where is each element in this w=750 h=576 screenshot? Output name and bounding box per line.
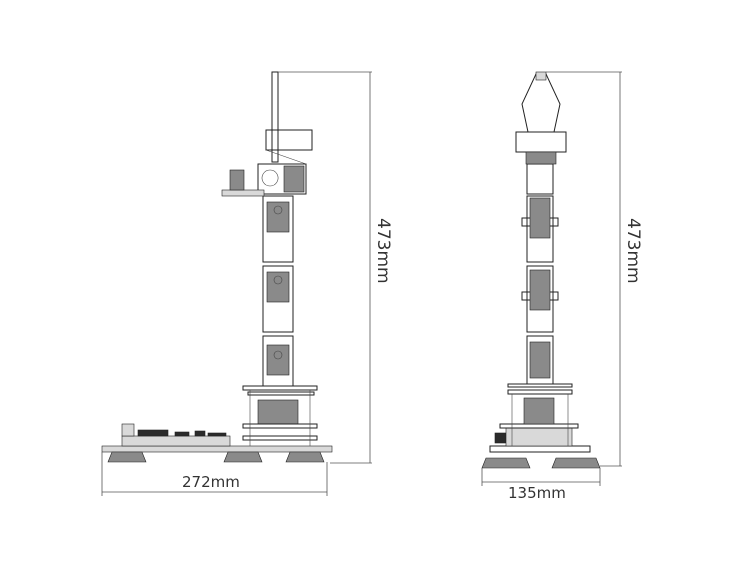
front-width-label: 135mm <box>508 484 566 502</box>
side-arm-links <box>262 195 294 387</box>
side-width-dimension: 272mm <box>101 452 328 496</box>
side-suction-feet <box>107 451 325 463</box>
front-left-foot <box>481 457 531 469</box>
front-base-housing <box>489 383 591 453</box>
front-view-robot-arm <box>481 71 601 469</box>
side-view-robot-arm <box>101 71 333 463</box>
front-right-foot <box>551 457 601 469</box>
side-wrist-gripper <box>221 71 313 197</box>
front-width-dimension: 135mm <box>481 468 601 502</box>
side-height-dimension: 473mm <box>278 71 393 464</box>
side-base-housing <box>242 385 318 446</box>
front-wrist-gripper <box>515 71 567 165</box>
side-width-label: 272mm <box>182 473 240 491</box>
side-height-label: 473mm <box>373 218 393 284</box>
front-arm-links <box>521 163 559 385</box>
front-height-dimension: 473mm <box>546 71 643 467</box>
side-base-plate <box>101 445 333 453</box>
front-height-label: 473mm <box>623 218 643 284</box>
side-controller-board <box>121 423 231 447</box>
